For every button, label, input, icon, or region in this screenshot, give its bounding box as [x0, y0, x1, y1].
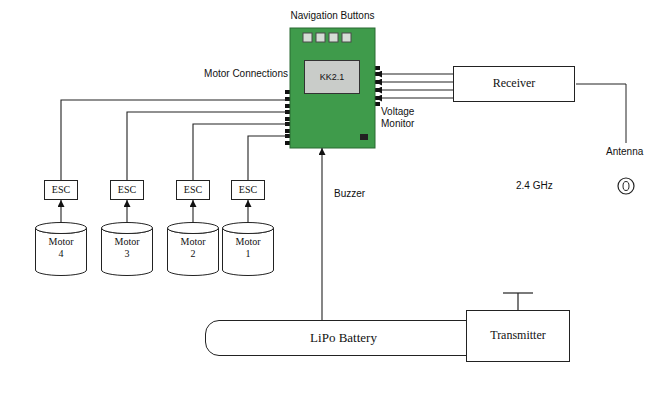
board-heading: Navigation Buttons — [291, 10, 375, 22]
cylinder-top — [168, 223, 219, 234]
circuit-board — [290, 28, 375, 148]
antenna-wire — [576, 84, 626, 143]
node-label: ESC — [184, 184, 202, 196]
battery-box: LiPo Battery — [205, 320, 482, 356]
node-label: ESC — [118, 184, 136, 196]
esc-box: ESC — [176, 180, 210, 200]
motor-cylinder: Motor 1 — [222, 222, 274, 276]
node-label: Motor 3 — [111, 222, 143, 259]
node-label: Motor 1 — [232, 222, 264, 259]
wire-connector — [248, 136, 290, 180]
wire-connector — [375, 81, 453, 82]
port-label: Motor Connections — [198, 68, 288, 80]
node-label: KK2.1 — [320, 72, 345, 82]
push-button — [329, 33, 338, 42]
antenna-symbol-inner — [623, 182, 629, 191]
node-label: Motor 4 — [45, 222, 77, 259]
node-label: Motor 2 — [177, 222, 209, 259]
cylinder-top — [102, 223, 153, 234]
node-label: Receiver — [493, 77, 536, 91]
push-button — [316, 33, 325, 42]
push-button — [303, 33, 312, 42]
transmitter-antenna-top — [503, 292, 533, 293]
transmitter-antenna — [517, 293, 518, 310]
cylinder-top — [36, 223, 87, 234]
navigation-button-row — [303, 33, 351, 42]
wire-connector — [375, 89, 453, 90]
antenna-symbol — [618, 178, 634, 194]
wire-connector — [127, 112, 290, 180]
wire-connector — [375, 73, 453, 74]
buzzer-component — [360, 134, 368, 140]
wire-connector — [192, 200, 193, 222]
wire-connector — [375, 97, 453, 98]
part-label: Buzzer — [334, 188, 378, 200]
wire-connector — [321, 148, 322, 320]
wire-connector — [247, 200, 248, 222]
push-button — [342, 33, 351, 42]
node-label: ESC — [52, 184, 70, 196]
motor-cylinder: Motor 2 — [167, 222, 219, 276]
port-label: Voltage Monitor — [381, 106, 427, 130]
node-label: LiPo Battery — [310, 331, 377, 346]
motor-cylinder: Motor 4 — [35, 222, 87, 276]
wire-connector — [193, 124, 290, 180]
node-label: Transmitter — [490, 329, 546, 343]
signal-label: 2.4 GHz — [516, 180, 566, 192]
esc-box: ESC — [44, 180, 78, 200]
esc-box: ESC — [110, 180, 144, 200]
receiver-box: Receiver — [453, 66, 575, 102]
transmitter-box: Transmitter — [466, 310, 570, 362]
motor-cylinder: Motor 3 — [101, 222, 153, 276]
lcd-display: KK2.1 — [304, 60, 360, 94]
esc-box: ESC — [231, 180, 265, 200]
flight-controller-node: KK2.1Navigation Buttons — [290, 28, 375, 148]
wire-connector — [60, 200, 61, 222]
wire-connector — [61, 100, 290, 180]
node-label: ESC — [239, 184, 257, 196]
part-label: Antenna — [606, 146, 656, 158]
cylinder-top — [223, 223, 274, 234]
wire-connector — [126, 200, 127, 222]
